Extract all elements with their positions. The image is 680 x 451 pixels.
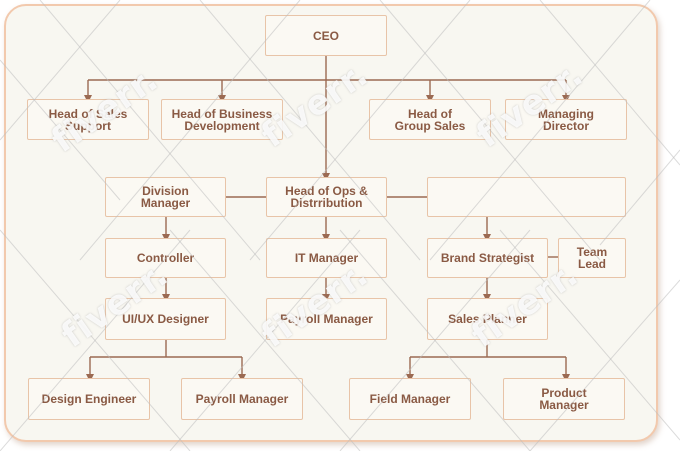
node-payroll-manager-bottom-label: Payroll Manager: [195, 392, 289, 406]
node-sales-planner-label: Sales Planner: [448, 312, 527, 326]
node-brand-strategist-label: Brand Strategist: [440, 251, 535, 265]
node-ceo: CEO: [265, 15, 387, 56]
node-payroll-manager-mid: Payroll Manager: [266, 298, 387, 340]
node-brand-strategist: Brand Strategist: [427, 238, 548, 278]
node-ui-ux-designer-label: UI/UX Designer: [122, 312, 209, 326]
node-division-manager-label: Division Manager: [140, 184, 191, 210]
node-division-manager: Division Manager: [105, 177, 226, 217]
node-team-lead: Team Lead: [558, 238, 626, 278]
node-head-sales-support-label: Head of Sales Support: [48, 106, 128, 133]
node-managing-director: Managing Director: [505, 99, 627, 140]
node-head-ops-label: Head of Ops & Distrribution: [285, 184, 368, 210]
node-blank: [427, 177, 626, 217]
node-design-engineer-label: Design Engineer: [41, 392, 137, 406]
node-head-sales-support: Head of Sales Support: [27, 99, 149, 140]
node-head-group-sales: Head of Group Sales: [369, 99, 491, 140]
node-field-manager: Field Manager: [349, 378, 471, 420]
node-controller: Controller: [105, 238, 226, 278]
node-head-group-sales-label: Head of Group Sales: [394, 106, 466, 133]
node-it-manager: IT Manager: [266, 238, 387, 278]
node-it-manager-label: IT Manager: [294, 251, 359, 265]
node-ui-ux-designer: UI/UX Designer: [105, 298, 226, 340]
node-team-lead-label: Team Lead: [576, 245, 608, 271]
node-design-engineer: Design Engineer: [28, 378, 150, 420]
node-head-business-development: Head of Business Development: [161, 99, 283, 140]
node-managing-director-label: Managing Director: [538, 106, 594, 133]
node-head-ops: Head of Ops & Distrribution: [266, 177, 387, 217]
node-product-manager-label: Product Manager: [539, 386, 589, 412]
node-field-manager-label: Field Manager: [369, 392, 451, 406]
node-payroll-manager-bottom: Payroll Manager: [181, 378, 303, 420]
node-controller-label: Controller: [136, 251, 195, 265]
node-ceo-label: CEO: [312, 28, 339, 43]
node-payroll-manager-mid-label: Payroll Manager: [280, 312, 373, 326]
node-product-manager: Product Manager: [503, 378, 625, 420]
node-head-business-development-label: Head of Business Development: [171, 106, 273, 133]
node-sales-planner: Sales Planner: [427, 298, 548, 340]
